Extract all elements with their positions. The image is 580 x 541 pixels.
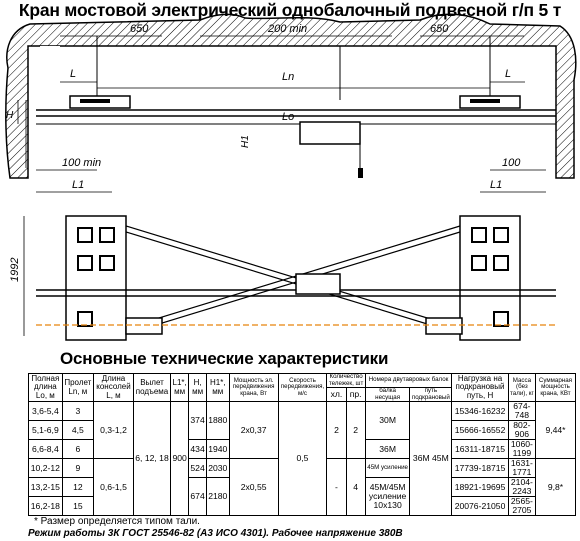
lbl-H: H bbox=[6, 110, 14, 121]
lbl-H1: H1 bbox=[240, 135, 251, 148]
cell: 15346-16232 bbox=[451, 400, 509, 422]
dim-100: 100 bbox=[502, 157, 521, 169]
cell: 9,8* bbox=[534, 458, 577, 517]
footnote: * Размер определяется типом тали. bbox=[34, 516, 200, 527]
cell: 1631-1771 bbox=[507, 458, 536, 479]
cell: 434 bbox=[188, 439, 207, 460]
cell: 374 bbox=[188, 400, 207, 441]
cell: 3,6-5,4 bbox=[28, 400, 63, 422]
hdr-mass: Масса (без тали), кг bbox=[507, 373, 536, 402]
cell: 36M 45M bbox=[409, 400, 453, 517]
hdr-rail-track: путь подкрановый bbox=[409, 387, 453, 402]
dim-200: 200 min bbox=[267, 23, 307, 35]
cell: 2565-2705 bbox=[507, 496, 536, 517]
cell: 16,2-18 bbox=[28, 496, 63, 517]
lbl-Ln: Ln bbox=[282, 71, 294, 83]
hdr-rail: Номера двутавровых балок bbox=[364, 373, 453, 388]
cell: 524 bbox=[188, 458, 207, 479]
ceiling-inner-left bbox=[40, 46, 60, 64]
hdr-load: Нагрузка на подкрановый путь, Н bbox=[451, 373, 509, 402]
cell: 802-906 bbox=[507, 420, 536, 441]
page-title: Кран мостовой электрический однобалочный… bbox=[18, 0, 562, 20]
cell: 2x0,55 bbox=[228, 458, 279, 517]
cell: 12 bbox=[61, 477, 94, 498]
lbl-Lo: Lo bbox=[282, 111, 294, 123]
cell: 0,6-1,5 bbox=[92, 458, 134, 517]
cell: 18921-19695 bbox=[451, 477, 509, 498]
hdr-total: Суммарная мощность крана, КВт bbox=[534, 373, 577, 402]
lbl-L1-left: L1 bbox=[72, 179, 84, 191]
hdr-h1: H1*, мм bbox=[205, 373, 230, 402]
lbl-L-right: L bbox=[505, 68, 511, 80]
cell: 5,1-6,9 bbox=[28, 420, 63, 441]
cell: 16311-18715 bbox=[451, 439, 509, 460]
cell: 6,6-8,4 bbox=[28, 439, 63, 460]
lbl-L-left: L bbox=[70, 68, 76, 80]
end-carriage-right bbox=[459, 215, 521, 341]
cell: 15666-16552 bbox=[451, 420, 509, 441]
drive-right bbox=[425, 317, 463, 335]
ceiling-structure bbox=[5, 13, 577, 179]
cell: 6, 12, 18 bbox=[132, 400, 172, 517]
hdr-speed: Скорость передвижения, м/с bbox=[277, 373, 328, 402]
cell: 36M bbox=[364, 439, 411, 460]
cell: 1880 bbox=[205, 400, 230, 441]
cell: 674 bbox=[188, 477, 207, 517]
cell: 1060-1199 bbox=[507, 439, 536, 460]
hdr-ln: Пролет Ln, м bbox=[61, 373, 94, 402]
lbl-L1-right: L1 bbox=[490, 179, 502, 191]
cell: 0,5 bbox=[277, 400, 328, 517]
footer-note: Режим работы 3К ГОСТ 25546-82 (А3 ИСО 43… bbox=[28, 528, 403, 539]
cell: 6 bbox=[61, 439, 94, 460]
hdr-lift: Вылет подъема bbox=[132, 373, 172, 402]
drive-left bbox=[125, 317, 163, 335]
hdr-rail-beam: балка несущая bbox=[364, 387, 411, 402]
cell: 2x0,37 bbox=[228, 400, 279, 460]
cell: 20076-21050 bbox=[451, 496, 509, 517]
hdr-carts: Количество тележек, шт bbox=[326, 373, 366, 388]
cell: 1940 bbox=[205, 439, 230, 460]
spec-table: Полная длина Lo, м Пролет Ln, м Длина ко… bbox=[28, 373, 577, 517]
hdr-lo: Полная длина Lo, м bbox=[28, 373, 63, 402]
cell: 13,2-15 bbox=[28, 477, 63, 498]
crane-drawing: 650 200 min 650 L L Ln Lo H H1 100 min 1… bbox=[5, 13, 577, 341]
cell: 2180 bbox=[205, 477, 230, 517]
hoist-plan bbox=[295, 273, 341, 295]
cell: 2 bbox=[345, 400, 366, 460]
hoist bbox=[299, 121, 361, 145]
dim-650-left: 650 bbox=[130, 23, 149, 35]
dim-1992: 1992 bbox=[9, 258, 21, 282]
cell: 4 bbox=[345, 458, 366, 517]
cell: 4,5 bbox=[61, 420, 94, 441]
cell: 30M bbox=[364, 400, 411, 441]
cell: 2104-2243 bbox=[507, 477, 536, 498]
section-subtitle: Основные технические характеристики bbox=[60, 349, 389, 368]
hdr-carts-hl: хл. bbox=[326, 387, 347, 402]
cell: 45M/45M усиление 10x130 bbox=[364, 477, 411, 517]
hdr-carts-pr: пр. bbox=[345, 387, 366, 402]
cell: 674-748 bbox=[507, 400, 536, 422]
cell: 10,2-12 bbox=[28, 458, 63, 479]
cell: 2030 bbox=[205, 458, 230, 479]
cell: 3 bbox=[61, 400, 94, 422]
dim-650-right: 650 bbox=[430, 23, 449, 35]
cell: 9,44* bbox=[534, 400, 577, 460]
cell: 45M усиление bbox=[364, 458, 411, 479]
dim-100min: 100 min bbox=[62, 157, 101, 169]
hdr-l: Длина консолей L, м bbox=[92, 373, 134, 402]
cell: 9 bbox=[61, 458, 94, 479]
cell: - bbox=[326, 458, 347, 517]
cell: 2 bbox=[326, 400, 347, 460]
cell: 0,3-1,2 bbox=[92, 400, 134, 460]
cell: 15 bbox=[61, 496, 94, 517]
cell: 900 bbox=[170, 400, 190, 517]
hdr-power: Мощность эл. передвижения крана, Вт bbox=[228, 373, 279, 402]
cell: 17739-18715 bbox=[451, 458, 509, 479]
end-carriage-left bbox=[65, 215, 127, 341]
hdr-h: H, мм bbox=[188, 373, 207, 402]
hdr-l1: L1*, мм bbox=[170, 373, 190, 402]
